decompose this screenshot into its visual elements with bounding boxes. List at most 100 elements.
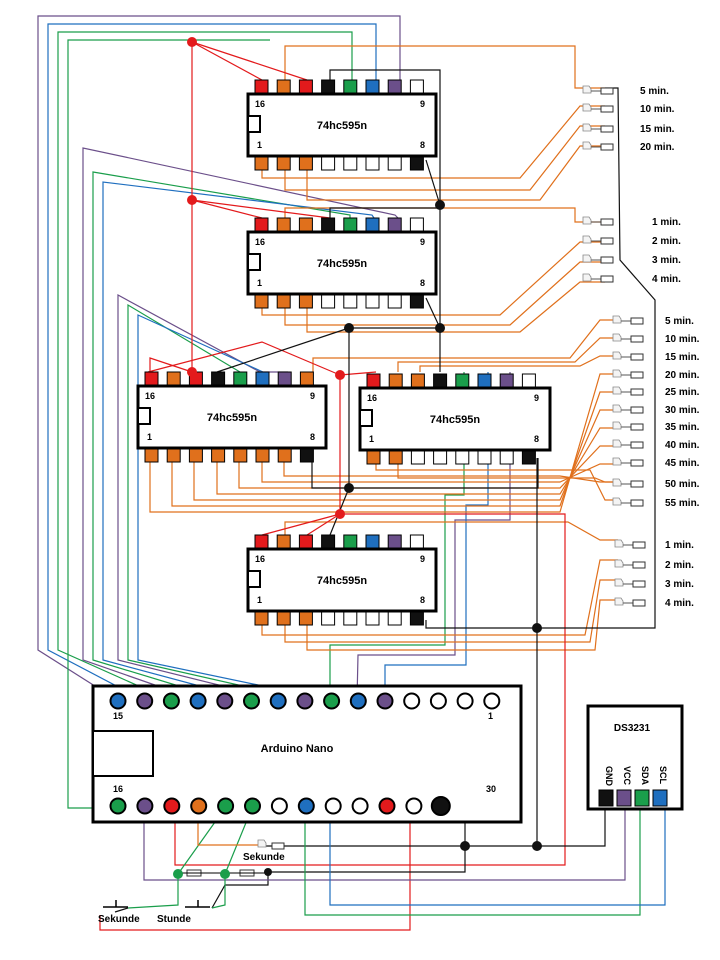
resistor-icon [600, 143, 614, 151]
resistor-icon [630, 480, 644, 488]
led-label: 3 min. [665, 579, 694, 590]
junction-dot [435, 200, 445, 210]
arduino-pin [483, 692, 501, 710]
chip-pin [409, 79, 424, 95]
chip-pin [409, 155, 424, 171]
chip-pin [365, 217, 380, 233]
led-label: 2 min. [665, 560, 694, 571]
wire-blue [384, 372, 489, 700]
wire-black [425, 297, 441, 329]
pin-number: 8 [534, 434, 539, 444]
resistor-icon [632, 580, 646, 588]
chip-pin [255, 371, 270, 387]
wire-purple [117, 293, 288, 701]
junction-dot [344, 323, 354, 333]
pin-number: 16 [255, 237, 265, 247]
chip-pin [299, 447, 314, 463]
chip-pin [521, 373, 536, 389]
led-icon [582, 141, 592, 150]
chip-pin [166, 447, 181, 463]
chip-pin [211, 371, 226, 387]
chip-pin [455, 373, 470, 389]
led-label: 4 min. [652, 274, 681, 285]
arduino-pin [190, 797, 208, 815]
resistor-icon [600, 275, 614, 283]
led-label: 15 min. [640, 124, 675, 135]
arduino-pin [430, 796, 451, 816]
wire-red [339, 371, 377, 376]
chip-notch [137, 407, 151, 425]
resistor-icon [600, 256, 614, 264]
wire-green [57, 31, 353, 701]
usb-connector [92, 730, 154, 777]
wire-black [349, 458, 539, 489]
led-with-resistor: 1 min. [614, 539, 694, 551]
led-label: 50 min. [665, 479, 700, 490]
push-button: Stunde [157, 900, 210, 925]
wire-orange [193, 409, 620, 501]
wire-purple [143, 808, 626, 881]
chip-pin [298, 534, 313, 550]
led-icon [612, 439, 622, 448]
chip-pin [144, 447, 159, 463]
chip-notch [247, 253, 261, 271]
led-label: 40 min. [665, 440, 700, 451]
chip-pin [233, 447, 248, 463]
arduino-pin [376, 692, 394, 710]
arduino-pin [109, 797, 127, 815]
resistor-icon [632, 599, 646, 607]
led-icon [612, 497, 622, 506]
chip-pin [276, 293, 291, 309]
arduino-pin [109, 692, 127, 710]
chip-pin [365, 293, 380, 309]
led-label: 15 min. [665, 352, 700, 363]
pin-number: 30 [486, 784, 496, 794]
arduino-pin [243, 692, 260, 710]
led-with-resistor: 5 min. [612, 315, 694, 327]
chip-pin [387, 534, 402, 550]
chip-body [246, 547, 438, 613]
wire-orange [284, 521, 618, 541]
wire-red [261, 513, 341, 536]
led-icon [612, 386, 622, 395]
resistor-icon [630, 499, 644, 507]
wire-black [329, 207, 440, 218]
junction-dot [264, 868, 272, 876]
chip-notch [247, 570, 261, 588]
led-label: 4 min. [665, 598, 694, 609]
chip-pin [254, 610, 269, 626]
chip-pin [211, 447, 226, 463]
pin-number: 1 [257, 595, 262, 605]
led-label: 35 min. [665, 422, 700, 433]
pin-number: 9 [420, 237, 425, 247]
seconds-led-label: Sekunde [243, 852, 285, 863]
wire-black [216, 327, 350, 373]
chip-pin [254, 155, 269, 171]
rtc-pin [616, 789, 632, 807]
rtc-pin-label: GND [604, 766, 614, 787]
chip-pin [321, 79, 336, 95]
led-icon [257, 839, 267, 848]
chip-pin [387, 217, 402, 233]
arduino-pin [270, 797, 288, 815]
led-with-resistor: 25 min. [612, 386, 700, 398]
chip-pin [365, 155, 380, 171]
rtc-pin [634, 789, 650, 807]
wire-black [537, 87, 656, 629]
wire-green [329, 372, 465, 700]
wire-blue [329, 808, 666, 906]
led-icon [614, 597, 624, 606]
junction-dot [344, 483, 354, 493]
chip-pin [254, 293, 269, 309]
wire-orange [261, 458, 620, 483]
wire-orange [312, 319, 620, 372]
pin-number: 16 [255, 554, 265, 564]
rtc-pin [652, 789, 668, 807]
chip-label: 74hc595n [317, 258, 367, 270]
chip-label: 74hc595n [430, 414, 480, 426]
led-label: 55 min. [665, 498, 700, 509]
led-with-resistor: 10 min. [582, 103, 675, 115]
pin-number: 9 [534, 393, 539, 403]
led-icon [582, 123, 592, 132]
